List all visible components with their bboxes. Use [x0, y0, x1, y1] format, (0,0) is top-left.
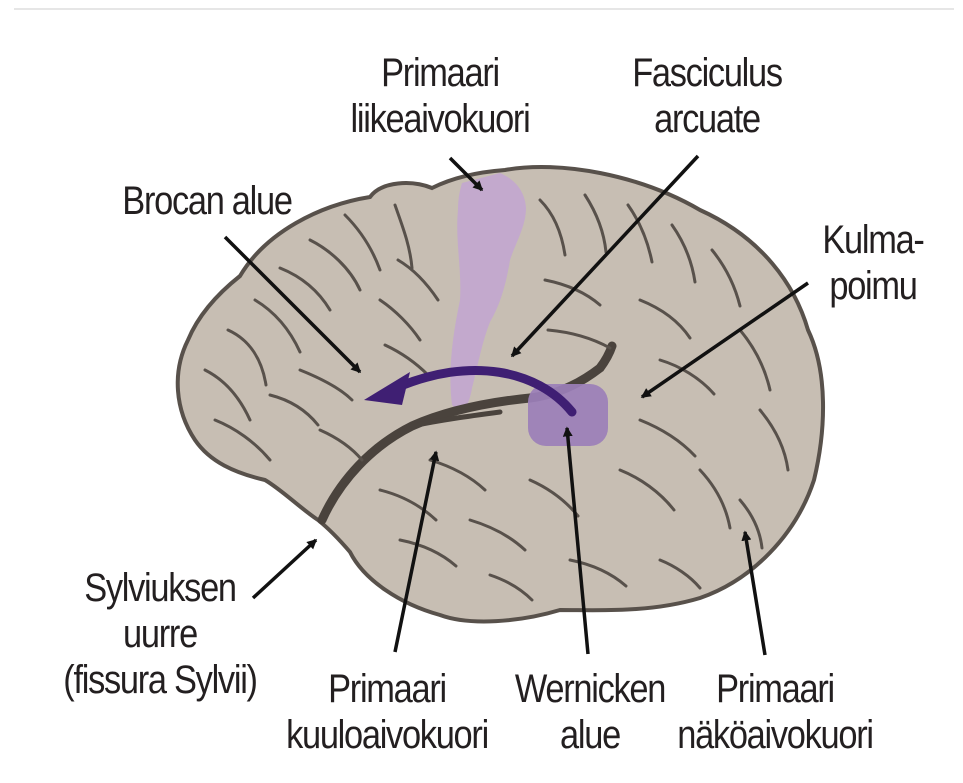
label-primary-motor-line2: liikeaivokuori	[345, 96, 534, 142]
label-fasciculus-line2: arcuate	[625, 96, 788, 142]
label-angular-line2: poimu	[809, 263, 938, 309]
label-sylvian: Sylviuksen uurre (fissura Sylvii)	[57, 565, 263, 703]
label-wernicke-line1: Wernicken	[513, 666, 668, 712]
label-sylvian-line2: uurre	[57, 611, 263, 657]
label-fasciculus: Fasciculus arcuate	[625, 50, 788, 142]
label-primary-visual: Primaari näköaivokuori	[676, 666, 874, 758]
label-broca-line1: Brocan alue	[100, 178, 315, 224]
label-primary-motor: Primaari liikeaivokuori	[345, 50, 534, 142]
label-primary-auditory: Primaari kuuloaivokuori	[280, 666, 495, 758]
label-primary-auditory-line2: kuuloaivokuori	[280, 712, 495, 758]
label-primary-motor-line1: Primaari	[345, 50, 534, 96]
label-primary-visual-line1: Primaari	[676, 666, 874, 712]
label-primary-visual-line2: näköaivokuori	[676, 712, 874, 758]
label-sylvian-line1: Sylviuksen	[57, 565, 263, 611]
label-fasciculus-line1: Fasciculus	[625, 50, 788, 96]
label-sylvian-line3: (fissura Sylvii)	[57, 657, 263, 703]
label-primary-auditory-line1: Primaari	[280, 666, 495, 712]
label-broca: Brocan alue	[100, 178, 315, 224]
label-angular-line1: Kulma-	[809, 217, 938, 263]
label-angular: Kulma- poimu	[809, 217, 938, 309]
label-wernicke: Wernicken alue	[513, 666, 668, 758]
label-wernicke-line2: alue	[513, 712, 668, 758]
